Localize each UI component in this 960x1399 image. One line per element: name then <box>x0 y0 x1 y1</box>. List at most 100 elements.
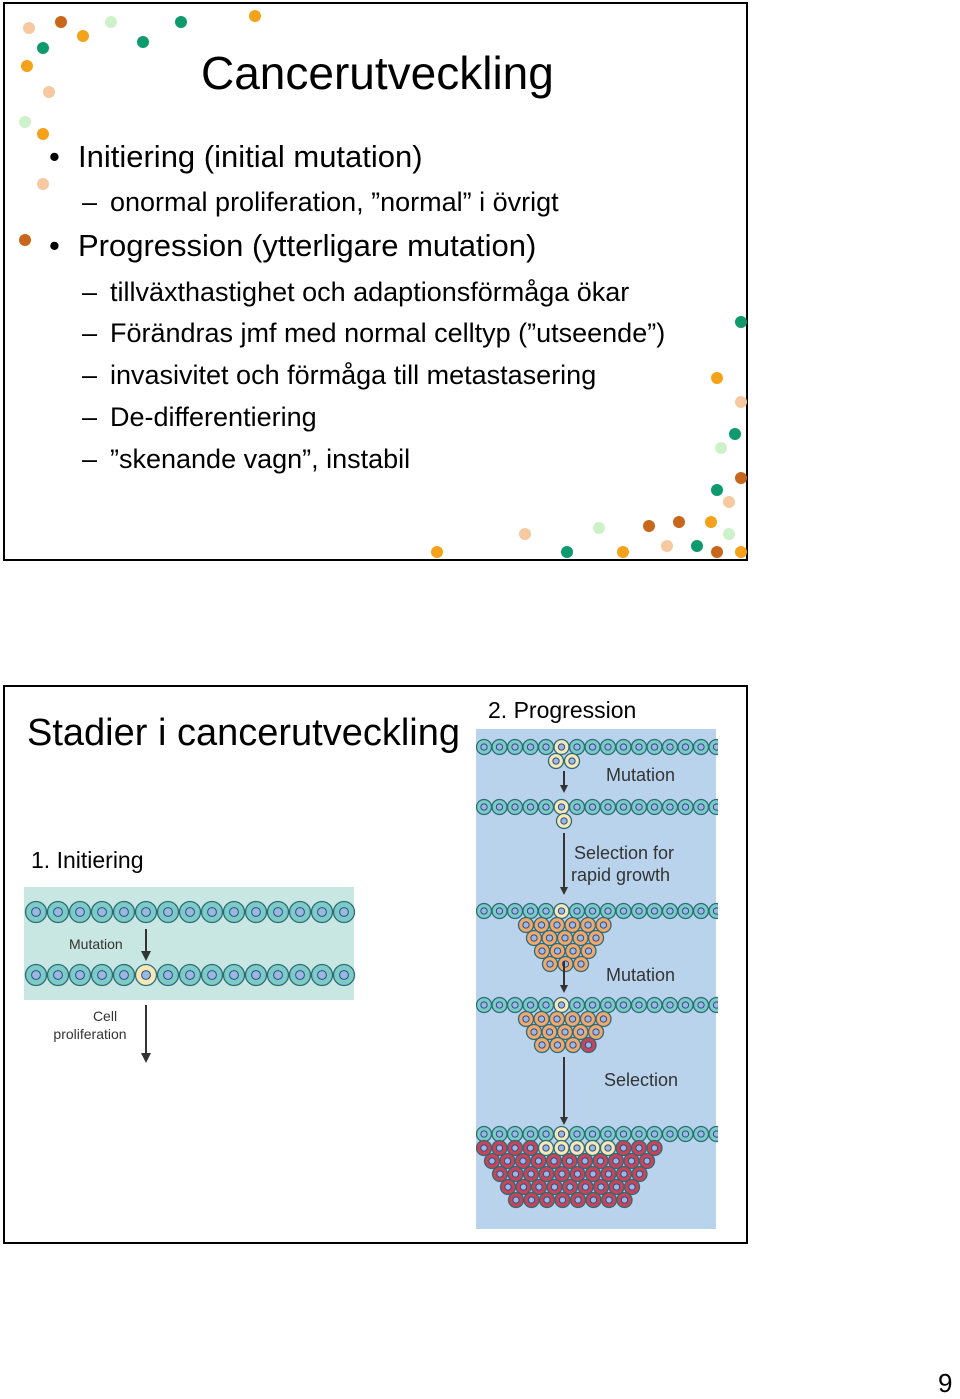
cell-nucleus <box>519 1157 527 1165</box>
cell-nucleus <box>584 1015 592 1023</box>
decorative-dot <box>735 472 747 484</box>
arrow-head <box>560 985 568 993</box>
cell-nucleus <box>557 907 566 915</box>
cell-nucleus <box>527 1170 535 1178</box>
cell-nucleus <box>568 757 576 765</box>
cell-nucleus <box>542 1170 551 1178</box>
cell-nucleus <box>229 970 239 980</box>
cell-nucleus <box>584 1041 593 1049</box>
decorative-dot <box>735 396 747 408</box>
decorative-dot <box>37 42 49 54</box>
cell-nucleus <box>504 1183 512 1191</box>
cell-nucleus <box>588 907 597 915</box>
cell-nucleus <box>339 907 349 917</box>
cell-nucleus <box>697 1001 705 1009</box>
cell-nucleus <box>75 970 85 980</box>
cell-nucleus <box>650 1144 659 1152</box>
cell-nucleus <box>612 1183 621 1191</box>
cell-nucleus <box>573 1001 581 1009</box>
cell-nucleus <box>480 1144 488 1152</box>
cell-nucleus <box>75 907 85 917</box>
cell-nucleus <box>573 1144 581 1152</box>
cell-nucleus <box>681 1130 690 1138</box>
decorative-dot <box>249 10 261 22</box>
cell-nucleus <box>229 907 239 917</box>
cell-nucleus <box>561 1028 569 1036</box>
cell-nucleus <box>604 1001 612 1009</box>
decorative-dot <box>23 22 35 34</box>
cell-nucleus <box>543 1196 551 1204</box>
progression-figure: Mutation Selection for rapid growth Muta… <box>476 729 718 1229</box>
cell-nucleus <box>712 1001 718 1009</box>
cell-nucleus <box>557 1001 566 1009</box>
cell-nucleus <box>588 803 597 811</box>
cell-nucleus <box>546 960 554 968</box>
cell-nucleus <box>495 1001 504 1009</box>
decorative-dot <box>735 546 747 558</box>
cell-nucleus <box>163 907 173 917</box>
cell-nucleus <box>538 1041 546 1049</box>
cell-nucleus <box>295 907 305 917</box>
slide-cancerutveckling: Cancerutveckling Initiering (initial mut… <box>3 2 748 561</box>
cell-nucleus <box>511 907 519 915</box>
mutation-label: Mutation <box>606 965 675 985</box>
decorative-dot <box>19 234 31 246</box>
cell-nucleus <box>584 921 592 929</box>
cell-nucleus <box>589 1170 597 1178</box>
cell-nucleus <box>558 1170 566 1178</box>
cell-nucleus <box>712 1130 718 1138</box>
decorative-dot <box>519 528 531 540</box>
cell-nucleus <box>495 803 504 811</box>
cell-nucleus <box>480 1130 488 1138</box>
cell-nucleus <box>511 1170 520 1178</box>
decorative-dot <box>673 516 685 528</box>
cell-nucleus <box>604 743 612 751</box>
page-number: 9 <box>938 1368 953 1398</box>
cell-nucleus <box>573 803 581 811</box>
cell-nucleus <box>542 803 550 811</box>
cell-nucleus <box>604 1170 613 1178</box>
cell-nucleus <box>522 1015 530 1023</box>
cell-nucleus <box>604 907 612 915</box>
cell-nucleus <box>588 1130 597 1138</box>
decorative-dot <box>705 516 717 528</box>
cell-nucleus <box>527 1196 536 1204</box>
cell-nucleus <box>588 1144 597 1152</box>
cell-nucleus <box>31 970 41 980</box>
cell-nucleus <box>537 921 546 929</box>
sub-bullet: onormal proliferation, ”normal” i övrigt <box>82 187 559 218</box>
decorative-dot <box>691 540 703 552</box>
cell-nucleus <box>558 1196 567 1204</box>
cell-nucleus <box>119 907 129 917</box>
cell-nucleus <box>526 1144 535 1152</box>
cell-nucleus <box>560 817 568 825</box>
cell-nucleus <box>511 743 519 751</box>
decorative-dot <box>175 16 187 28</box>
cell-nucleus <box>576 1028 585 1036</box>
cell-nucleus <box>612 1157 620 1165</box>
cell-nucleus <box>619 1130 628 1138</box>
sub-bullet: De-differentiering <box>82 402 317 433</box>
cell-nucleus <box>141 907 151 917</box>
decorative-dot <box>729 428 741 440</box>
bullet-progression: Progression (ytterligare mutation) <box>49 228 536 264</box>
cell-nucleus <box>619 1001 628 1009</box>
selection-label: rapid growth <box>571 865 670 885</box>
cell-nucleus <box>635 1144 643 1152</box>
cell-nucleus <box>619 907 628 915</box>
cell-nucleus <box>635 1130 643 1138</box>
cell-nucleus <box>596 1157 605 1165</box>
cell-nucleus <box>545 934 554 942</box>
cell-nucleus <box>568 921 577 929</box>
cell-nucleus <box>573 907 581 915</box>
cell-nucleus <box>119 970 129 980</box>
arrow-head <box>141 951 151 961</box>
decorative-dot <box>711 484 723 496</box>
cell-nucleus <box>534 1157 543 1165</box>
cell-nucleus <box>519 1183 528 1191</box>
cell-nucleus <box>643 1157 651 1165</box>
cell-nucleus <box>251 907 261 917</box>
cell-nucleus <box>339 970 349 980</box>
decorative-dot <box>715 442 727 454</box>
